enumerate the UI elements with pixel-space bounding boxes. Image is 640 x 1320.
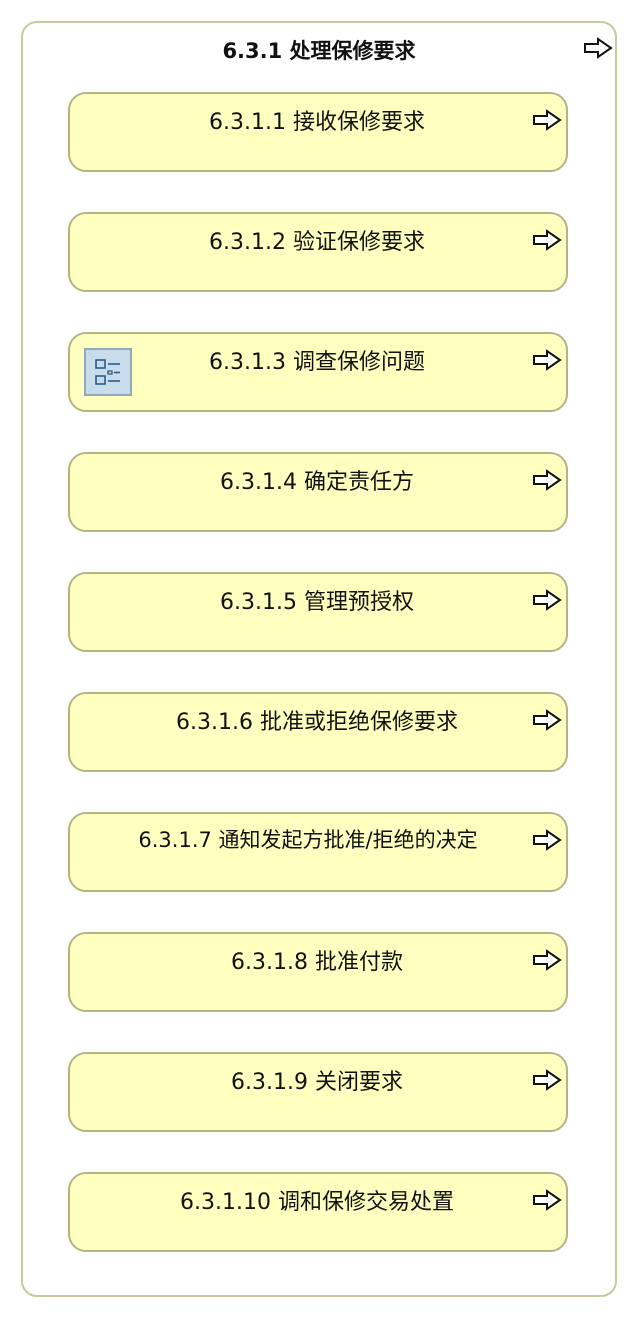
process-box[interactable]: 6.3.1.3 调查保修问题: [68, 332, 568, 412]
process-box[interactable]: 6.3.1.9 关闭要求: [68, 1052, 568, 1132]
arrow-right-icon[interactable]: [532, 349, 562, 371]
process-label: 6.3.1.3 调查保修问题: [209, 350, 425, 375]
arrow-right-icon[interactable]: [532, 1189, 562, 1211]
container-title: 6.3.1 处理保修要求: [222, 39, 416, 63]
process-label: 6.3.1.6 批准或拒绝保修要求: [176, 710, 458, 735]
process-label: 6.3.1.7 通知发起方批准/拒绝的决定: [138, 828, 478, 852]
process-label: 6.3.1.8 批准付款: [231, 950, 403, 975]
arrow-right-icon[interactable]: [583, 37, 613, 59]
arrow-right-icon[interactable]: [532, 829, 562, 851]
arrow-right-icon[interactable]: [532, 589, 562, 611]
process-box[interactable]: 6.3.1.1 接收保修要求: [68, 92, 568, 172]
process-box[interactable]: 6.3.1.7 通知发起方批准/拒绝的决定: [68, 812, 568, 892]
process-label: 6.3.1.5 管理预授权: [220, 590, 414, 615]
process-box[interactable]: 6.3.1.6 批准或拒绝保修要求: [68, 692, 568, 772]
process-box[interactable]: 6.3.1.10 调和保修交易处置: [68, 1172, 568, 1252]
subprocess-detail-icon[interactable]: [84, 348, 132, 396]
process-box[interactable]: 6.3.1.2 验证保修要求: [68, 212, 568, 292]
process-box[interactable]: 6.3.1.4 确定责任方: [68, 452, 568, 532]
process-box[interactable]: 6.3.1.5 管理预授权: [68, 572, 568, 652]
process-label: 6.3.1.2 验证保修要求: [209, 230, 425, 255]
process-label: 6.3.1.9 关闭要求: [231, 1070, 403, 1095]
arrow-right-icon[interactable]: [532, 949, 562, 971]
process-label: 6.3.1.1 接收保修要求: [209, 110, 425, 135]
arrow-right-icon[interactable]: [532, 469, 562, 491]
arrow-right-icon[interactable]: [532, 709, 562, 731]
arrow-right-icon[interactable]: [532, 229, 562, 251]
process-label: 6.3.1.10 调和保修交易处置: [180, 1190, 454, 1215]
process-label: 6.3.1.4 确定责任方: [220, 470, 414, 495]
arrow-right-icon[interactable]: [532, 109, 562, 131]
process-box[interactable]: 6.3.1.8 批准付款: [68, 932, 568, 1012]
arrow-right-icon[interactable]: [532, 1069, 562, 1091]
